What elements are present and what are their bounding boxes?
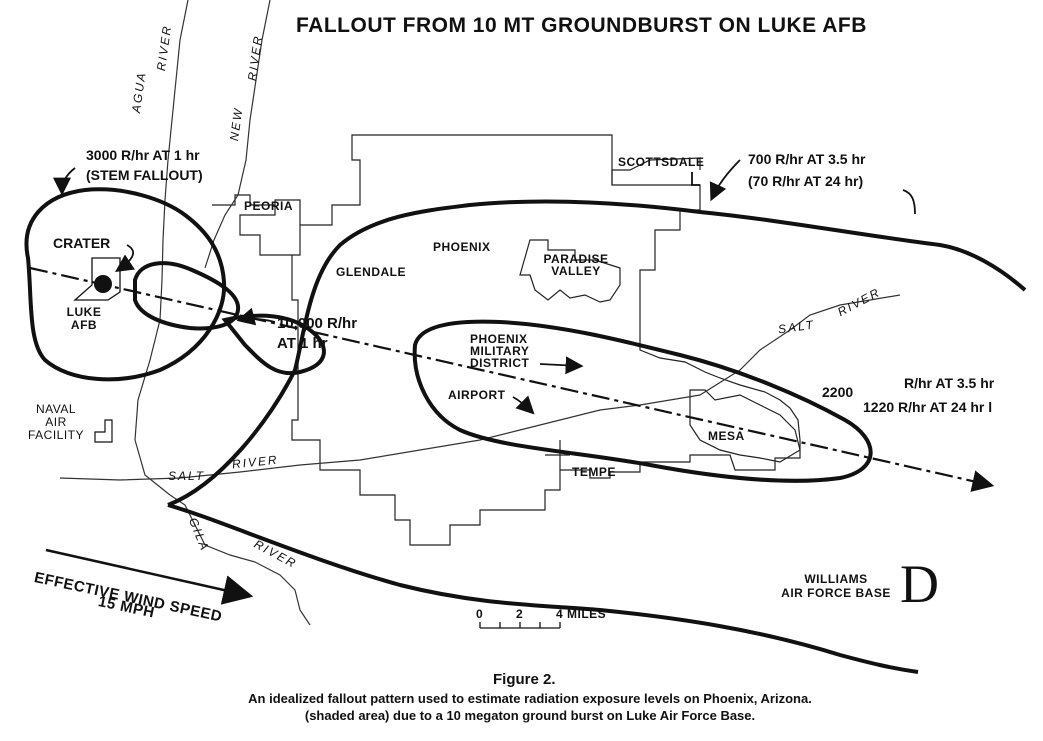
luke-label-line1: LUKE	[66, 305, 102, 319]
williams-label-line1: WILLIAMS	[804, 572, 868, 586]
mesa-boundary	[689, 389, 801, 463]
r10000-label-line1: 10,000 R/hr	[277, 315, 358, 332]
salt-river-west-label: SALT	[168, 469, 206, 483]
pmd-label-line2: MILITARY	[470, 344, 530, 358]
airport-pointer-arrow	[512, 395, 535, 415]
stem-label-line2: (STEM FALLOUT)	[86, 167, 203, 183]
scale-bar	[479, 622, 561, 629]
crater-dot-icon	[94, 275, 112, 293]
map-title: FALLOUT FROM 10 MT GROUNDBURST ON LUKE A…	[296, 14, 867, 37]
scottsdale-pointer-line	[691, 172, 700, 186]
tempe-label: TEMPE	[572, 465, 616, 479]
stem-label-line1: 3000 R/hr AT 1 hr	[86, 147, 200, 163]
paradise-valley-boundary	[519, 239, 621, 303]
luke-label-line2: AFB	[70, 318, 98, 332]
caption-line2: (shaded area) due to a 10 megaton ground…	[304, 708, 756, 723]
r10000-pointer-arrow	[236, 307, 276, 326]
agua-fria-river	[134, 0, 189, 496]
r700-bracket-line	[902, 189, 916, 215]
r700-label-line1: 700 R/hr AT 3.5 hr	[748, 151, 866, 167]
pointer-arrows	[53, 159, 916, 415]
glendale-boundary	[239, 199, 301, 256]
contour-2200	[412, 319, 873, 483]
phoenix-label: PHOENIX	[433, 240, 491, 254]
airport-label: AIRPORT	[448, 388, 506, 402]
tempe-boundary	[545, 440, 570, 470]
crater-pointer-arrow	[115, 244, 135, 272]
scale-tick-2: 2	[516, 607, 524, 621]
stem-fallout-contour	[24, 187, 227, 382]
gila-river	[169, 494, 311, 626]
scale-tick-4: 4 MILES	[556, 607, 607, 621]
williams-label-line2: AIR FORCE BASE	[781, 586, 891, 600]
fallout-axis-arrow	[29, 266, 995, 492]
r2200-label-line1: R/hr AT 3.5 hr	[904, 375, 995, 391]
r700-label-line2: (70 R/hr AT 24 hr)	[748, 173, 864, 189]
contour-700	[167, 199, 1027, 507]
stem-pointer-arrow	[53, 167, 76, 196]
figure-number: Figure 2.	[493, 671, 556, 688]
naval-label-line3: FACILITY	[27, 428, 84, 442]
r2200-value: 2200	[822, 384, 854, 400]
pmd-label-line1: PHOENIX	[470, 332, 528, 346]
r10000-label-line2: AT 1 hr	[277, 335, 328, 352]
r700-pointer-arrow	[709, 159, 741, 202]
crater-label: CRATER	[53, 235, 111, 251]
williams-runway-icon: D	[900, 554, 939, 614]
glendale-label: GLENDALE	[336, 265, 406, 279]
contour-10000-inner	[221, 313, 326, 376]
scottsdale-boundary	[611, 157, 701, 185]
naval-label-line2: AIR	[45, 415, 67, 429]
naval-facility-icon	[94, 419, 113, 443]
pmd-label-line3: DISTRICT	[470, 356, 530, 370]
r1220-label: 1220 R/hr AT 24 hr l	[863, 399, 993, 415]
paradise-valley-label-line1: PARADISE	[543, 252, 609, 266]
mesa-label: MESA	[708, 429, 745, 443]
wind-direction-arrow	[45, 548, 254, 605]
paradise-valley-label-line2: VALLEY	[551, 264, 601, 278]
phoenix-metro-boundary	[291, 134, 801, 546]
scottsdale-label: SCOTTSDALE	[618, 155, 705, 169]
peoria-label: PEORIA	[244, 199, 294, 213]
caption-line1: An idealized fallout pattern used to est…	[248, 691, 812, 706]
rivers	[59, 0, 901, 626]
salt-river	[59, 294, 901, 481]
pmd-pointer-arrow	[539, 356, 584, 375]
naval-label-line1: NAVAL	[35, 402, 77, 416]
new-river	[204, 0, 271, 269]
contour-700-lower	[167, 503, 919, 674]
luke-afb-marker	[73, 257, 121, 301]
scale-tick-0: 0	[476, 607, 484, 621]
